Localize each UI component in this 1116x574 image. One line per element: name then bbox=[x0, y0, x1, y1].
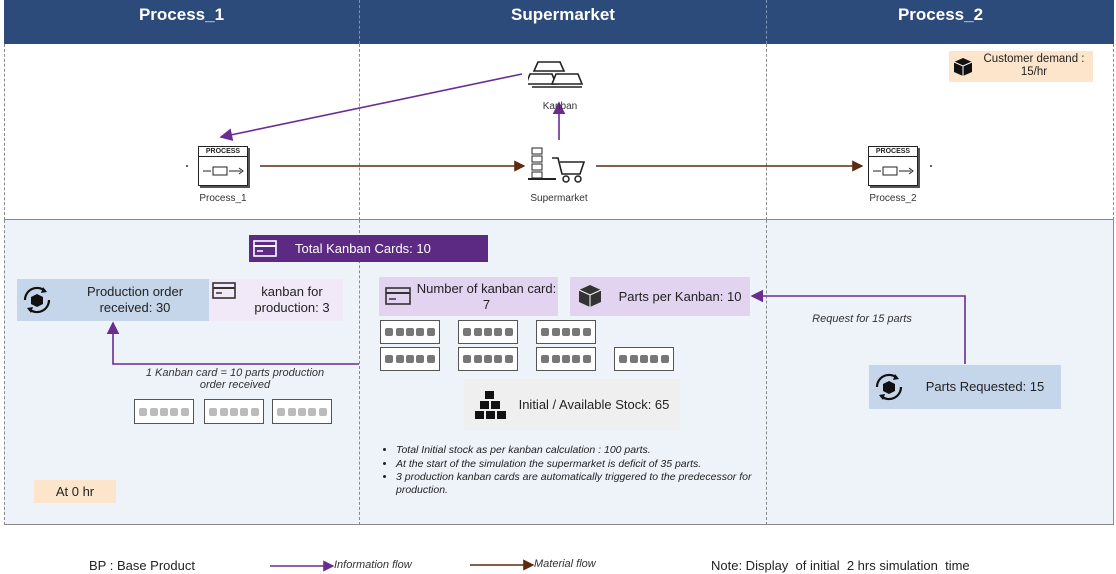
stock-pallet bbox=[614, 347, 674, 371]
box-icon bbox=[578, 285, 602, 307]
number-of-kanban-box: Number of kanban card: 7 bbox=[379, 277, 558, 316]
header-process-1: Process_1 bbox=[4, 0, 359, 44]
number-of-kanban-text: Number of kanban card: 7 bbox=[416, 280, 557, 312]
supermarket-label: Supermarket bbox=[530, 193, 588, 204]
card-icon bbox=[212, 282, 236, 299]
legend-note: Note: Display of initial 2 hrs simulatio… bbox=[711, 558, 970, 573]
notes-list: Total Initial stock as per kanban calcul… bbox=[378, 444, 766, 497]
parts-per-kanban-text: Parts per Kanban: 10 bbox=[618, 288, 742, 304]
lane-bottom-supermarket bbox=[359, 220, 766, 525]
parts-requested-text: Parts Requested: 15 bbox=[925, 379, 1045, 394]
production-order-box: Production order received: 30 bbox=[17, 279, 209, 321]
kanban-for-production-text: kanban for production: 3 bbox=[254, 284, 330, 315]
production-tray bbox=[134, 399, 194, 424]
stock-pallet bbox=[458, 347, 518, 371]
cycle-box-icon bbox=[23, 286, 51, 314]
process-1-icon: PROCESS bbox=[198, 146, 248, 186]
production-tray bbox=[272, 399, 332, 424]
legend-material-flow: Material flow bbox=[534, 558, 596, 570]
card-icon bbox=[253, 240, 277, 257]
legend-bp: BP : Base Product bbox=[89, 558, 195, 573]
total-kanban-text: Total Kanban Cards: 10 bbox=[295, 240, 431, 256]
initial-stock-text: Initial / Available Stock: 65 bbox=[518, 396, 670, 412]
note-item: 3 production kanban cards are automatica… bbox=[396, 471, 766, 496]
request-text: Request for 15 parts bbox=[812, 313, 912, 325]
kanban-card-note: 1 Kanban card = 10 parts production orde… bbox=[145, 367, 325, 391]
cycle-box-icon bbox=[875, 373, 903, 401]
legend-info-flow: Information flow bbox=[334, 559, 412, 571]
lane-top-process-2 bbox=[766, 44, 1114, 220]
stock-pallet bbox=[458, 320, 518, 344]
parts-requested-box: Parts Requested: 15 bbox=[869, 365, 1061, 409]
total-kanban-cards: Total Kanban Cards: 10 bbox=[249, 235, 488, 262]
lane-top-process-1 bbox=[4, 44, 359, 220]
stacked-boxes-icon bbox=[475, 391, 506, 419]
lane-bottom-process-1 bbox=[4, 220, 359, 525]
info-flow-to-production-order bbox=[106, 321, 359, 365]
customer-demand-box: Customer demand : 15/hr bbox=[949, 51, 1093, 82]
customer-demand-text: Customer demand : 15/hr bbox=[983, 53, 1085, 78]
note-item: At the start of the simulation the super… bbox=[396, 458, 766, 471]
info-flow-request-parts bbox=[750, 289, 966, 364]
process-2-label: Process_2 bbox=[869, 193, 917, 204]
stock-pallet bbox=[380, 347, 440, 371]
lane-top-supermarket bbox=[359, 44, 766, 220]
production-tray bbox=[204, 399, 264, 424]
kanban-icon bbox=[528, 61, 584, 88]
process-2-icon: PROCESS bbox=[868, 146, 918, 186]
stock-pallet bbox=[380, 320, 440, 344]
production-order-text: Production order received: 30 bbox=[86, 284, 184, 315]
stock-pallet bbox=[536, 347, 596, 371]
card-icon bbox=[385, 287, 411, 305]
initial-stock-box: Initial / Available Stock: 65 bbox=[464, 379, 680, 430]
parts-per-kanban-box: Parts per Kanban: 10 bbox=[570, 277, 750, 316]
kanban-label: Kanban bbox=[542, 101, 578, 112]
time-label: At 0 hr bbox=[55, 483, 95, 499]
box-icon bbox=[953, 58, 973, 76]
info-flow-kanban-to-process1 bbox=[219, 73, 523, 141]
kanban-for-production-box: kanban for production: 3 bbox=[209, 279, 343, 321]
process-1-label: Process_1 bbox=[199, 193, 247, 204]
supermarket-cart-icon bbox=[528, 147, 586, 183]
stock-pallet bbox=[536, 320, 596, 344]
note-item: Total Initial stock as per kanban calcul… bbox=[396, 444, 766, 457]
header-supermarket: Supermarket bbox=[359, 0, 766, 44]
time-badge: At 0 hr bbox=[34, 480, 116, 503]
header-process-2: Process_2 bbox=[766, 0, 1114, 44]
